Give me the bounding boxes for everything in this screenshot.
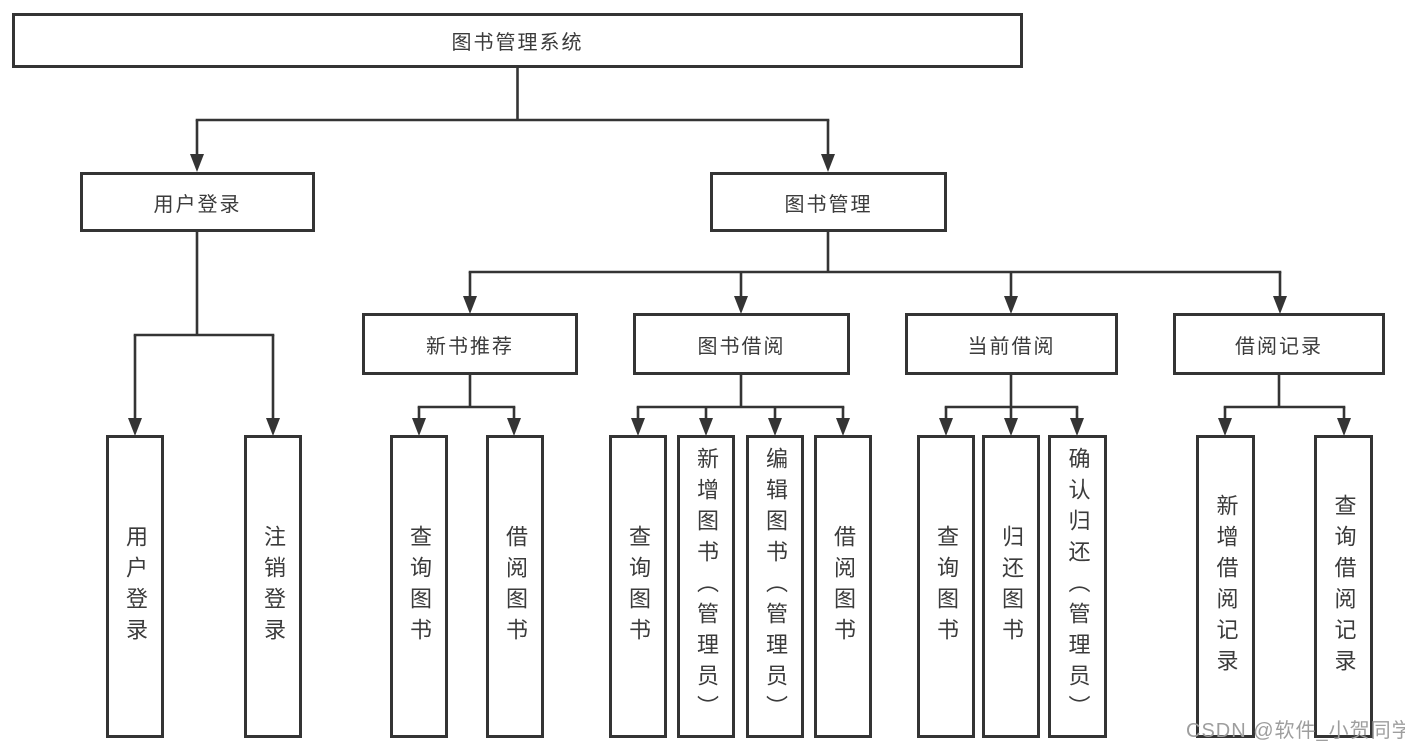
- leaf-borrow-books-2: 借阅图书: [814, 435, 872, 738]
- leaf-query-books-1: 查询图书: [390, 435, 448, 738]
- leaf-return-book: 归还图书: [982, 435, 1040, 738]
- node-book-management-branch: 图书管理: [710, 172, 947, 232]
- leaf-edit-book-admin: 编辑图书（管理员）: [746, 435, 804, 738]
- leaf-query-books-2: 查询图书: [609, 435, 667, 738]
- leaf-logout: 注销登录: [244, 435, 302, 738]
- leaf-query-books-3: 查询图书: [917, 435, 975, 738]
- leaf-query-borrow-record: 查询借阅记录: [1314, 435, 1373, 738]
- leaf-confirm-return-admin: 确认归还（管理员）: [1048, 435, 1107, 738]
- node-new-book-recommend: 新书推荐: [362, 313, 578, 375]
- csdn-watermark: CSDN @软件_小贺同学: [1186, 720, 1405, 742]
- node-current-borrow: 当前借阅: [905, 313, 1118, 375]
- node-book-borrow: 图书借阅: [633, 313, 850, 375]
- leaf-add-book-admin: 新增图书（管理员）: [677, 435, 735, 738]
- node-borrow-record: 借阅记录: [1173, 313, 1385, 375]
- leaf-user-login: 用户登录: [106, 435, 164, 738]
- node-root-system: 图书管理系统: [12, 13, 1023, 68]
- arrowhead-icons: [128, 154, 1351, 436]
- node-user-login-branch: 用户登录: [80, 172, 315, 232]
- leaf-borrow-books-1: 借阅图书: [486, 435, 544, 738]
- leaf-add-borrow-record: 新增借阅记录: [1196, 435, 1255, 738]
